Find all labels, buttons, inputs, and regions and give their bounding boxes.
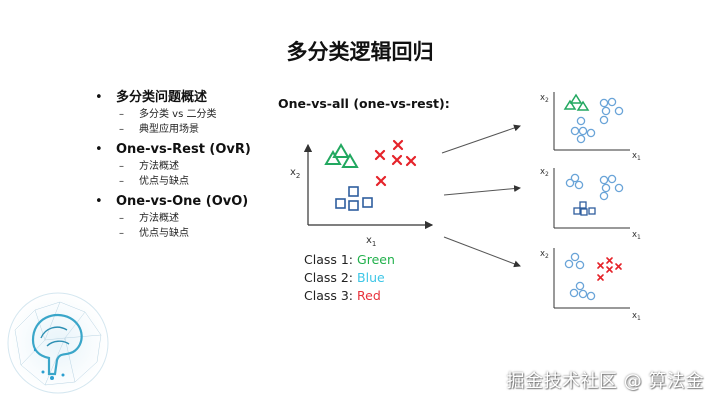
outline-item-label: One-vs-Rest (OvR) <box>116 142 251 157</box>
legend-row-class2: Class 2: Blue <box>304 269 395 287</box>
class3-cross <box>375 175 387 187</box>
outline-subitem: – 方法概述 <box>92 159 292 174</box>
outline-subitem: – 多分类 vs 二分类 <box>92 107 292 122</box>
main-plot: x2 x1 <box>290 139 434 248</box>
slide-title: 多分类逻辑回归 <box>286 40 434 64</box>
outline-item-1: • 多分类问题概述 <box>92 88 292 107</box>
plot-class1-vs-rest: x2 x1 <box>540 92 641 162</box>
outline-item-label: 多分类问题概述 <box>116 90 208 105</box>
legend-label: Class 1: <box>304 252 354 267</box>
legend-value-blue: Blue <box>357 270 385 285</box>
arrow-to-plot-2 <box>443 185 521 196</box>
class3-cross <box>392 139 404 151</box>
outline-list: • 多分类问题概述 – 多分类 vs 二分类 – 典型应用场景 • One-vs-R… <box>92 88 292 241</box>
class3-cross <box>391 154 403 166</box>
arrow-to-plot-3 <box>443 236 521 268</box>
plot-class3-vs-rest: x2 x1 <box>540 248 641 322</box>
outline-item-label: One-vs-One (OvO) <box>116 194 249 209</box>
outline-subitem-label: 多分类 vs 二分类 <box>139 109 217 120</box>
legend-value-green: Green <box>357 252 395 267</box>
class2-square <box>335 198 346 209</box>
brain-logo-icon <box>7 292 109 394</box>
outline-subitem: – 优点与缺点 <box>92 174 292 189</box>
outline-subitem: – 方法概述 <box>92 211 292 226</box>
dash-icon: – <box>119 124 124 135</box>
plot-class2-vs-rest: x2 x1 <box>540 167 641 241</box>
legend-label: Class 3: <box>304 288 354 303</box>
outline-subitem-label: 优点与缺点 <box>139 176 189 187</box>
dash-icon: – <box>119 228 124 239</box>
bullet-icon: • <box>95 142 103 157</box>
arrow-to-plot-1 <box>441 124 521 154</box>
main-y-label: x2 <box>290 167 300 180</box>
class2-square <box>362 197 373 208</box>
dash-icon: – <box>119 176 124 187</box>
svg-text:x2: x2 <box>540 93 549 104</box>
dash-icon: – <box>119 161 124 172</box>
svg-text:x2: x2 <box>540 249 549 260</box>
outline-subitem-label: 优点与缺点 <box>139 228 189 239</box>
outline-subitem: – 优点与缺点 <box>92 226 292 241</box>
class-legend: Class 1: Green Class 2: Blue Class 3: Re… <box>304 251 395 305</box>
svg-text:x1: x1 <box>632 151 641 162</box>
class1-triangle <box>324 150 342 165</box>
legend-row-class1: Class 1: Green <box>304 251 395 269</box>
class1-triangle <box>332 143 350 158</box>
svg-text:x1: x1 <box>632 230 641 241</box>
svg-text:x1: x1 <box>632 311 641 322</box>
legend-row-class3: Class 3: Red <box>304 287 395 305</box>
watermark: 掘金技术社区 @ 算法金 <box>506 371 704 392</box>
legend-value-red: Red <box>357 288 381 303</box>
dash-icon: – <box>119 213 124 224</box>
outline-subitem: – 典型应用场景 <box>92 122 292 137</box>
class2-square <box>348 200 359 211</box>
outline-item-3: • One-vs-One (OvO) <box>92 192 292 211</box>
dash-icon: – <box>119 109 124 120</box>
class2-square <box>348 186 359 197</box>
diagram-heading: One-vs-all (one-vs-rest): <box>278 96 450 111</box>
main-x-label: x1 <box>366 235 376 248</box>
svg-text:x2: x2 <box>540 167 549 178</box>
outline-subitem-label: 方法概述 <box>139 161 179 172</box>
class1-triangle <box>341 153 359 168</box>
class3-cross <box>374 149 386 161</box>
outline-subitem-label: 方法概述 <box>139 213 179 224</box>
class3-cross <box>405 155 417 167</box>
bullet-icon: • <box>95 194 103 209</box>
legend-label: Class 2: <box>304 270 354 285</box>
outline-subitem-label: 典型应用场景 <box>139 124 199 135</box>
outline-item-2: • One-vs-Rest (OvR) <box>92 140 292 159</box>
bullet-icon: • <box>95 90 103 105</box>
